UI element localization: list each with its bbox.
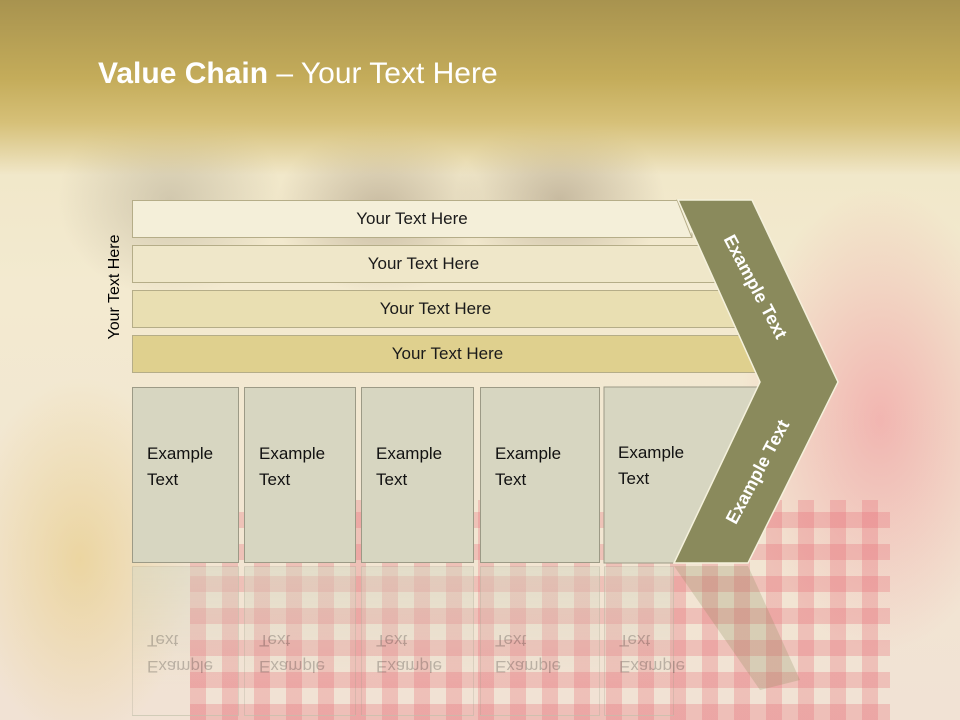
support-row-4: Your Text Here (132, 335, 763, 373)
cell-5-line1: Example (618, 443, 685, 462)
title-rest: – Your Text Here (268, 57, 498, 90)
primary-cell-2: Example Text (244, 387, 356, 563)
cell-1-line2: Text (147, 470, 179, 489)
header-band (0, 0, 960, 175)
primary-cell-1: Example Text (132, 387, 239, 563)
support-row-1: Your Text Here (132, 200, 692, 238)
cell-4-line1: Example (495, 444, 562, 463)
side-label: Your Text Here (106, 234, 123, 340)
cell-2-line1: Example (259, 444, 326, 463)
cell-3-line2: Text (376, 470, 408, 489)
cell-4-line2: Text (495, 470, 527, 489)
title-bold: Value Chain (98, 57, 269, 90)
slide-title: Value Chain – Your Text Here (98, 54, 498, 94)
primary-cell-5: Example Text (604, 387, 704, 563)
cell-1-line1: Example (147, 444, 214, 463)
support-row-2: Your Text Here (132, 245, 715, 283)
support-row-3: Your Text Here (132, 290, 739, 328)
primary-cell-4: Example Text (480, 387, 600, 563)
cell-3-line1: Example (376, 444, 443, 463)
cell-2-line2: Text (259, 470, 291, 489)
cell-5-line2: Text (618, 469, 650, 488)
primary-cell-3: Example Text (361, 387, 474, 563)
